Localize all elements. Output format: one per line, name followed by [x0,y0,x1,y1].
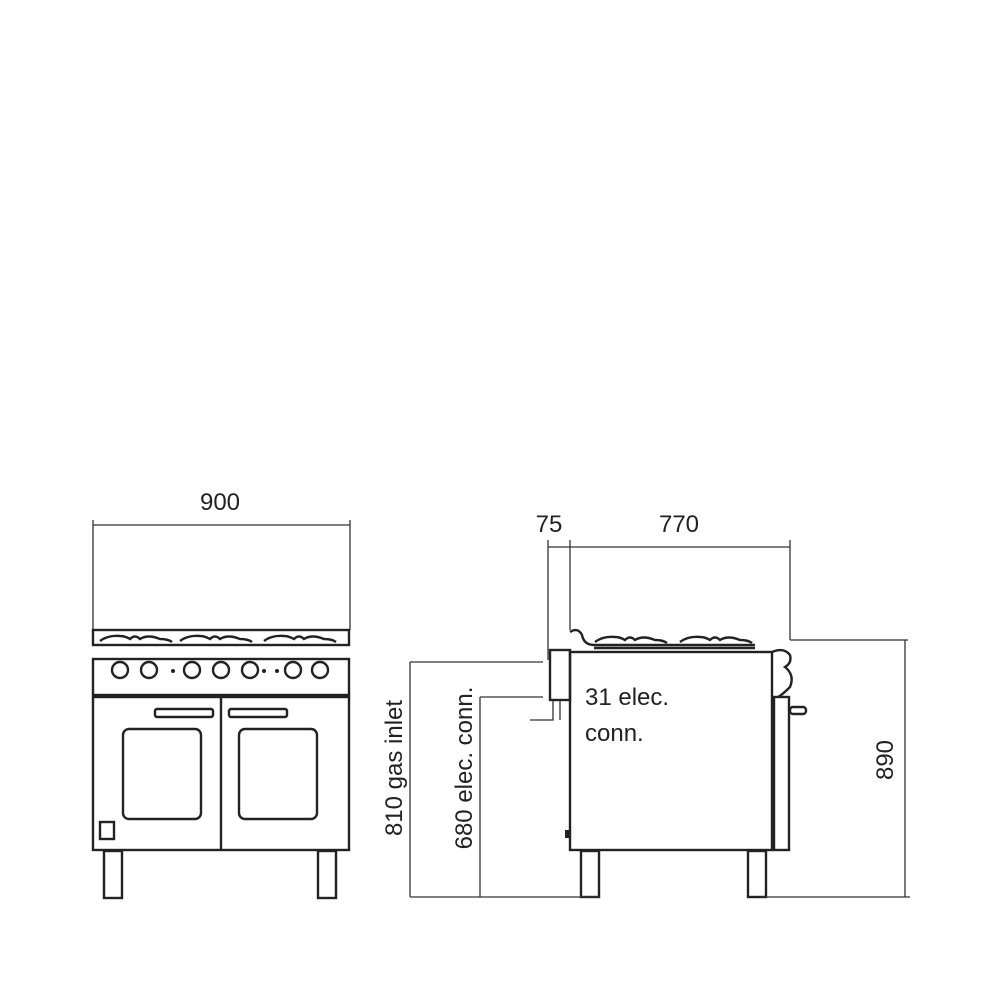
oven-door-handle-left [153,707,215,719]
side-view: 75 770 31 elec. conn. 810 gas inlet 680 … [381,511,910,899]
badge-plate [98,820,116,841]
leg [579,849,601,899]
burner-grates [99,634,337,643]
side-body [568,650,774,852]
elec-height-label: 680 elec. conn. [451,687,478,850]
width-label: 900 [200,489,240,516]
oven-door-handle-right [227,707,289,719]
elec-note-line1: 31 elec. [585,684,669,711]
oven-window-left [121,727,203,821]
leg [316,849,338,900]
gas-inlet-label: 810 gas inlet [381,700,408,836]
control-panel [91,657,351,697]
rear-connection-box [548,648,572,702]
leg [746,849,768,899]
oven-window-right [237,727,319,821]
leg [102,849,124,900]
elec-note-line2: conn. [585,720,644,747]
depth-label: 770 [659,511,699,538]
front-view: 900 [91,489,351,900]
backsplash [569,628,755,647]
control-knobs [110,660,330,680]
offset-label: 75 [536,511,563,538]
burner-grates-side [594,635,753,644]
height-label: 890 [872,740,899,780]
front-knob-profile [771,648,793,699]
door-handle-side [788,705,808,716]
